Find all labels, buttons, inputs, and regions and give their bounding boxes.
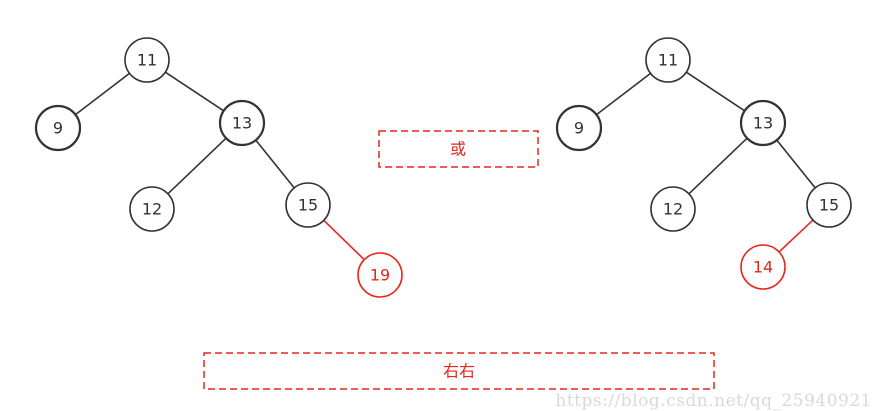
or-label: 或 <box>450 140 466 159</box>
node-label: 9 <box>53 119 63 138</box>
node-circle <box>739 99 787 147</box>
node-label: 11 <box>137 51 157 70</box>
node-circle <box>218 99 266 147</box>
node-label: 12 <box>142 200 162 219</box>
tree-edge <box>595 72 652 116</box>
tree-node-12: 12 <box>650 186 696 232</box>
node-label: 13 <box>232 114 252 133</box>
tree-node-12: 12 <box>129 186 175 232</box>
tree-edge <box>776 139 816 189</box>
node-circle <box>124 37 170 83</box>
or-label-box: 或 <box>378 130 539 168</box>
tree-node-11: 11 <box>645 37 691 83</box>
tree-edge <box>167 137 227 195</box>
tree-node-13: 13 <box>218 99 266 147</box>
tree-edge <box>255 139 295 189</box>
node-circle <box>34 104 82 152</box>
node-circle <box>740 244 786 290</box>
tree-node-15: 15 <box>285 182 331 228</box>
case-label: 右右 <box>443 362 475 381</box>
tree-edge <box>778 219 814 253</box>
node-label: 15 <box>298 196 318 215</box>
tree-node-19: 19 <box>357 252 403 298</box>
tree-node-9: 9 <box>34 104 82 152</box>
watermark-text: https://blog.csdn.net/qq_25940921 <box>555 391 872 411</box>
node-label: 14 <box>753 258 773 277</box>
tree-node-14: 14 <box>740 244 786 290</box>
node-circle <box>555 104 603 152</box>
tree-left: 11 9 13 12 15 19 <box>34 37 403 298</box>
tree-edge <box>688 137 748 195</box>
case-label-box: 右右 <box>203 352 715 390</box>
node-label: 12 <box>663 200 683 219</box>
node-circle <box>129 186 175 232</box>
node-circle <box>285 182 331 228</box>
tree-edge <box>74 72 131 116</box>
node-label: 13 <box>753 114 773 133</box>
node-label: 9 <box>574 119 584 138</box>
node-label: 19 <box>370 266 390 285</box>
tree-edge <box>164 71 225 112</box>
node-label: 15 <box>819 196 839 215</box>
tree-right: 11 9 13 12 15 14 <box>555 37 852 290</box>
node-circle <box>645 37 691 83</box>
node-circle <box>806 182 852 228</box>
tree-node-13: 13 <box>739 99 787 147</box>
tree-node-15: 15 <box>806 182 852 228</box>
tree-node-9: 9 <box>555 104 603 152</box>
tree-node-11: 11 <box>124 37 170 83</box>
node-circle <box>650 186 696 232</box>
node-label: 11 <box>658 51 678 70</box>
tree-edge <box>685 71 746 112</box>
tree-edge <box>323 219 365 261</box>
node-circle <box>357 252 403 298</box>
